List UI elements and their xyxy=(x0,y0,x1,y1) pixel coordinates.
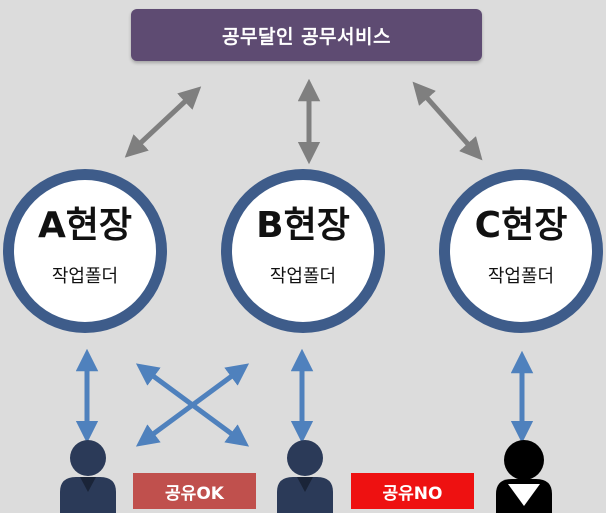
double-arrow-icon xyxy=(135,363,250,447)
site-c-name: C현장 xyxy=(474,205,568,246)
share-ok-label: 공유OK xyxy=(165,483,224,504)
blocked-user-icon xyxy=(496,440,552,513)
site-a-circle: A현장 작업폴더 xyxy=(3,169,167,333)
share-no-badge: 공유NO xyxy=(351,473,474,509)
user-icon xyxy=(60,440,116,513)
site-b-folder: 작업폴더 xyxy=(269,266,337,287)
site-a-name: A현장 xyxy=(37,205,133,246)
site-c-folder: 작업폴더 xyxy=(487,266,555,287)
share-no-label: 공유NO xyxy=(382,483,443,504)
site-a-folder: 작업폴더 xyxy=(51,266,119,287)
site-b-circle: B현장 작업폴더 xyxy=(221,169,385,333)
user-icon xyxy=(277,440,333,513)
site-c-circle: C현장 작업폴더 xyxy=(439,169,603,333)
service-title: 공무달인 공무서비스 xyxy=(222,25,391,48)
double-arrow-icon xyxy=(412,81,483,161)
site-b-name: B현장 xyxy=(256,205,350,246)
share-ok-badge: 공유OK xyxy=(133,473,256,509)
double-arrow-icon xyxy=(124,86,202,158)
service-box: 공무달인 공무서비스 xyxy=(131,9,482,61)
